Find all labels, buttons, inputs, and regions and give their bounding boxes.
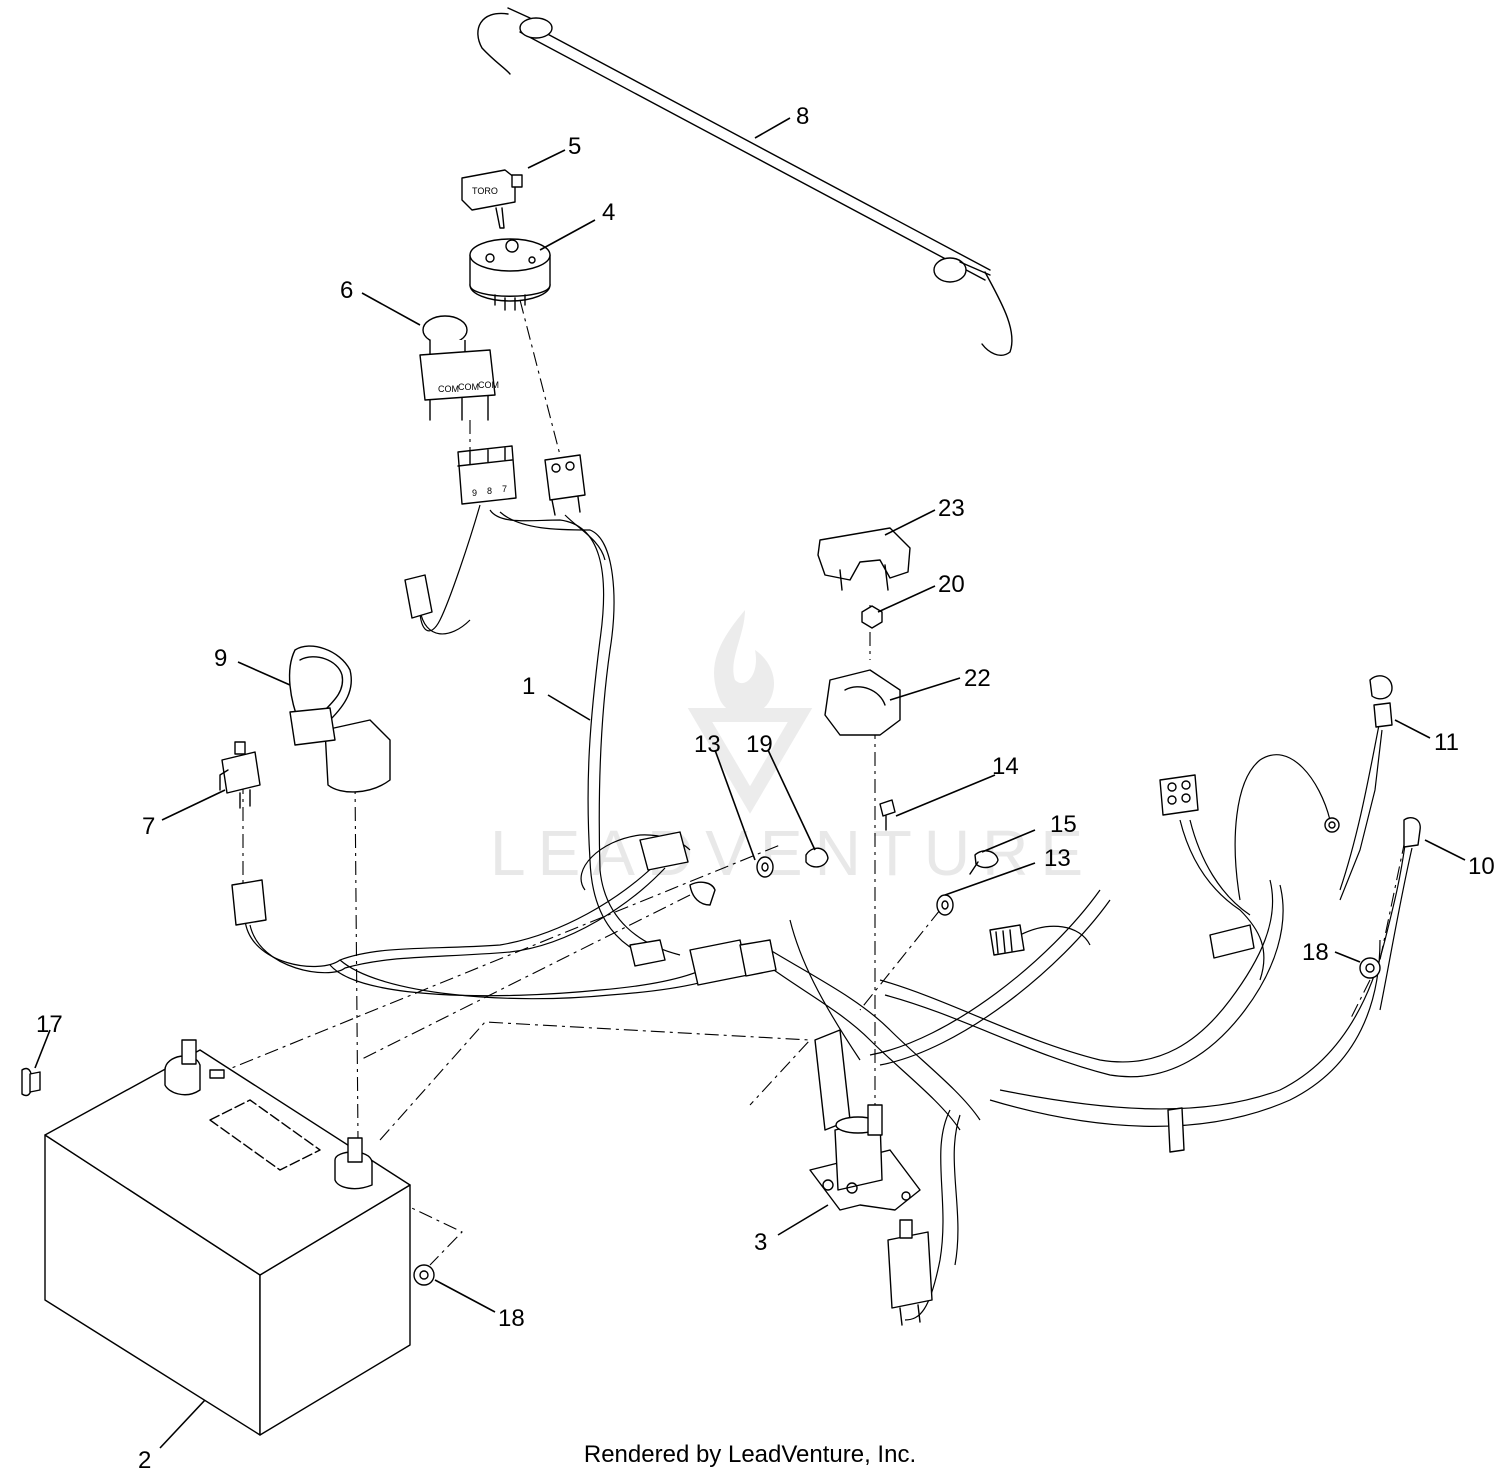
- callout-5: 5: [568, 133, 581, 160]
- assembly-center-lines: [189, 299, 1406, 1266]
- callout-1: 1: [522, 673, 535, 700]
- callout-14: 14: [992, 753, 1019, 780]
- callout-numbers: 1 2 3 4 5 6 7 8 9 10 11 13 13 14 15 17 1…: [36, 103, 1495, 1474]
- part-7-relay: [219, 741, 261, 809]
- callout-6: 6: [340, 277, 353, 304]
- callout-17: 17: [36, 1011, 63, 1038]
- part-19-nut: [805, 847, 829, 868]
- part-5-key: TORO: [461, 169, 523, 229]
- callout-22: 22: [964, 665, 991, 692]
- part-2-battery: [44, 1039, 411, 1436]
- pto-pin-label-3: COM: [478, 380, 499, 390]
- callout-23: 23: [938, 495, 965, 522]
- callout-10: 10: [1468, 853, 1495, 880]
- callout-3: 3: [754, 1229, 767, 1256]
- key-brand-label: TORO: [472, 186, 498, 196]
- part-8-rod: [477, 7, 1013, 356]
- callout-8: 8: [796, 103, 809, 130]
- part-6-pto-switch: COM COM COM: [419, 315, 499, 421]
- part-22-boot: [824, 669, 901, 736]
- callout-18-left: 18: [498, 1305, 525, 1332]
- part-4-ignition-switch: [469, 238, 551, 311]
- callout-4: 4: [602, 199, 615, 226]
- pto-connector: 9 8 7: [457, 445, 517, 505]
- part-18-nut-right: [1359, 957, 1381, 979]
- interlock-switch: [887, 1219, 933, 1326]
- callout-2: 2: [138, 1447, 151, 1474]
- callout-15: 15: [1050, 811, 1077, 838]
- part-13-washer-left: [756, 856, 774, 878]
- connector-pin-7: 7: [502, 484, 507, 494]
- part-20-nut: [861, 605, 883, 629]
- leadventure-watermark: LEADVENTURE: [490, 610, 1083, 889]
- pto-pin-label-2: COM: [458, 382, 479, 392]
- callout-18-right: 18: [1302, 939, 1329, 966]
- watermark-flame-icon: [714, 610, 775, 715]
- relay-connector: [231, 879, 267, 926]
- part-13-washer-right: [936, 894, 954, 916]
- leader-lines: [34, 117, 1466, 1449]
- callout-7: 7: [142, 813, 155, 840]
- part-14-bolt: [879, 799, 896, 831]
- part-1-wire-harness: [244, 504, 1406, 1321]
- part-10-positive-cable: [1379, 847, 1413, 1011]
- part-18-nut-left: [413, 1264, 435, 1286]
- harness-connectors: [404, 574, 1421, 1153]
- callout-11: 11: [1434, 729, 1459, 756]
- pto-pin-label-1: COM: [438, 384, 459, 394]
- ignition-connector: [544, 454, 586, 516]
- callout-19: 19: [746, 731, 773, 758]
- connector-pin-8: 8: [487, 486, 492, 496]
- footer-credit: Rendered by LeadVenture, Inc.: [583, 1441, 917, 1468]
- part-11-negative-cable: [1339, 729, 1383, 901]
- callout-13-right: 13: [1044, 845, 1071, 872]
- connector-pin-9: 9: [472, 488, 477, 498]
- part-9-battery-boot: [288, 645, 391, 793]
- watermark-v-icon: [687, 708, 813, 814]
- part-3-solenoid: [809, 1104, 921, 1211]
- part-17-bolt: [21, 1067, 41, 1097]
- callout-13-left: 13: [694, 731, 721, 758]
- part-23-cover: [817, 527, 911, 591]
- callout-20: 20: [938, 571, 965, 598]
- callout-9: 9: [214, 645, 227, 672]
